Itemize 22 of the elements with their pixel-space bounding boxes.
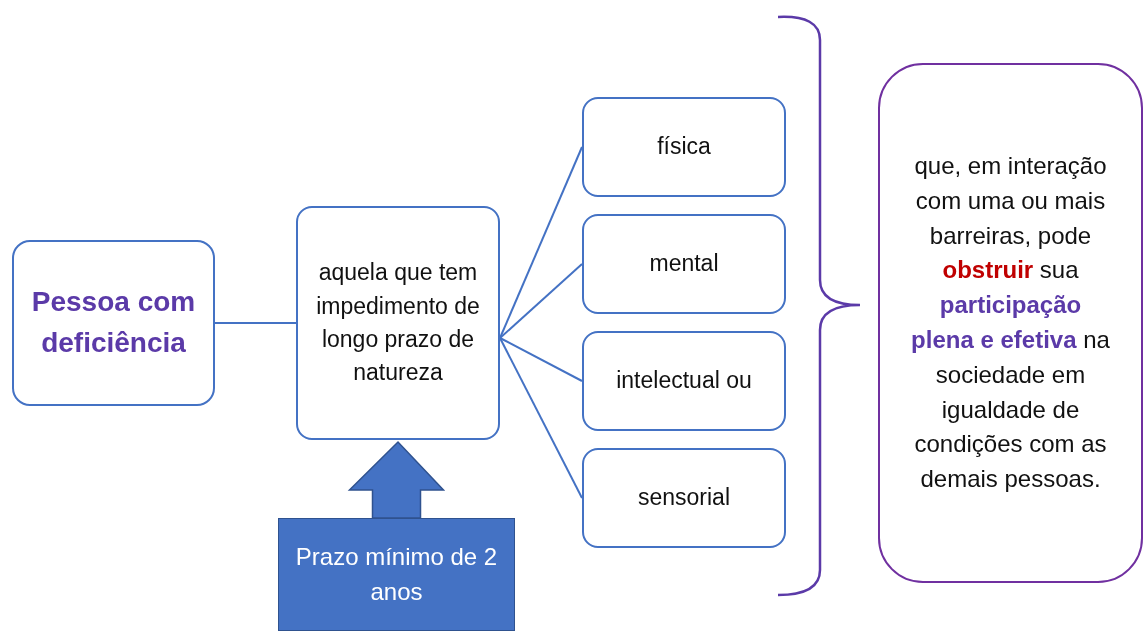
block-arrow	[347, 440, 446, 519]
rounded-box	[296, 206, 500, 440]
definition-box	[878, 63, 1143, 583]
connector-line	[499, 337, 583, 382]
term-box	[12, 240, 215, 406]
connector-line	[499, 146, 583, 339]
definition-text: que, em interação com uma ou mais barreiras, pode obstruir sua participação plena e efetiva na sociedade em igualdade de condições com as demais pessoas.	[910, 151, 1111, 495]
node-text: Prazo mínimo de 2 anos	[294, 541, 499, 607]
rounded-box	[582, 97, 786, 197]
node-text: física	[657, 132, 711, 162]
node-text: mental	[649, 249, 719, 279]
rounded-box	[582, 214, 786, 314]
node-text: Pessoa com deficiência	[30, 285, 197, 360]
rounded-box	[582, 331, 786, 431]
connector-line	[214, 322, 297, 324]
node-text: intelectual ou	[616, 366, 752, 396]
connector-line	[499, 337, 583, 499]
callout-box	[278, 518, 515, 631]
connector-line	[499, 263, 583, 339]
node-text: aquela que tem impedimento de longo prazo de natureza	[315, 258, 481, 388]
node-text: sensorial	[637, 483, 730, 513]
rounded-box	[582, 448, 786, 548]
